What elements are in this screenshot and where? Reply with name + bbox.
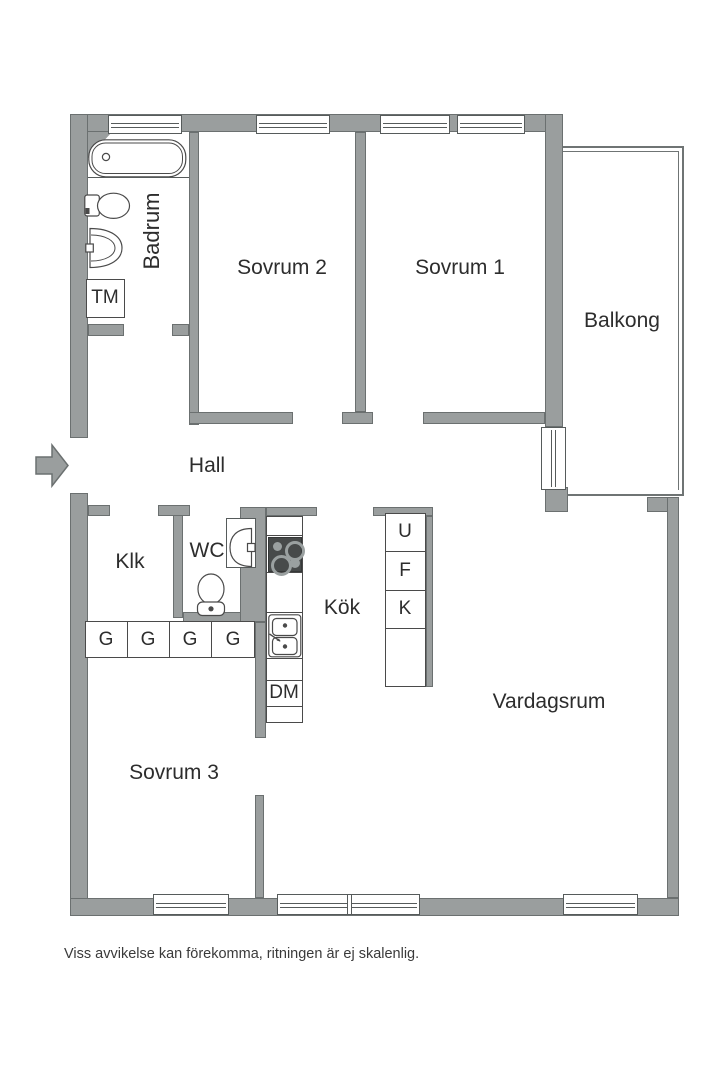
window-glass-line [551,430,552,487]
wall-badrum-bottom-stub [172,324,189,336]
wardrobe-label: G [225,629,241,650]
appliance-label: K [398,598,412,619]
window-icon [256,115,330,134]
wardrobe-box [169,621,212,658]
wall-sovrum2-bottom [189,412,293,424]
window-icon [380,115,450,134]
window-glass-line [566,903,635,904]
washing-machine-box [86,279,125,318]
room-label-balkong: Balkong [584,309,660,332]
room-label-badrum: Badrum [139,192,164,270]
wall-kitchen-top [266,507,317,516]
washbasin-icon [229,527,256,568]
burner-large [270,554,292,576]
window-glass-line [111,123,179,124]
window-glass-line [156,907,226,908]
bathtub-icon [88,139,187,178]
wall-left-upper [70,114,88,438]
window-glass-line [383,127,447,128]
appliance-label: U [398,521,412,542]
burner-small [289,557,300,568]
kitchen-cell [266,706,303,723]
room-label-klk: Klk [115,550,145,573]
window-glass-line [555,430,556,487]
balcony-inner-line [563,151,679,490]
window-icon [277,894,420,915]
wardrobe-label: G [182,629,198,650]
appliance-box-freezer [385,551,426,591]
window-mullion [347,895,352,914]
wardrobe-box [85,621,128,658]
window-glass-line [460,123,522,124]
wall-kitchen-left [255,622,266,738]
wall-sovrum1-bottom [423,412,545,424]
room-label-vardagsrum: Vardagsrum [492,690,606,713]
window-glass-line [156,903,226,904]
kitchen-cell [266,516,303,536]
balcony-outline [563,146,684,496]
bathtub-deck-line [88,177,189,178]
wall-sovrum3-vardagsrum [255,795,264,898]
washbasin-icon [85,227,123,269]
window-glass-line [259,127,327,128]
room-label-sovrum1: Sovrum 1 [415,256,505,279]
wardrobe-box [211,621,255,658]
appliance-box-empty [385,628,426,687]
entrance-arrow-icon [35,442,69,489]
window-glass-line [111,127,179,128]
window-icon [153,894,229,915]
window-glass-line [460,127,522,128]
wall-right-mid-stub [545,487,568,512]
window-icon [108,115,182,134]
window-icon [563,894,638,915]
burner-small [272,541,282,551]
wall-ufk-right [426,516,433,687]
appliance-label: F [399,560,411,581]
wall-livingroom-right [667,497,679,898]
appliance-box-oven [385,513,426,552]
wardrobe-box [127,621,170,658]
wall-badrum-sovrum2 [189,132,199,425]
window-glass-line [383,123,447,124]
wardrobe-label: G [98,629,114,650]
wall-sovrum1-sovrum2-foot [342,412,373,424]
kitchen-cell [266,572,303,613]
toilet-icon [84,192,131,220]
balcony-door-icon [541,427,566,490]
wall-klk-right [173,515,183,618]
toilet-icon [196,573,226,617]
wall-sovrum1-sovrum2 [355,132,366,412]
wardrobe-label: G [140,629,156,650]
room-label-sovrum2: Sovrum 2 [237,256,327,279]
wall-left-lower [70,493,88,916]
washing-machine-label: TM [91,287,119,308]
dishwasher-label: DM [269,682,299,703]
wall-klk-top [88,505,110,516]
stove-four-burners-icon [267,536,305,576]
room-label-sovrum3: Sovrum 3 [129,761,219,784]
window-icon [457,115,525,134]
window-glass-line [259,123,327,124]
double-basin-sink-icon [268,614,302,658]
room-label-wc: WC [189,539,225,562]
window-glass-line [566,907,635,908]
room-label-hall: Hall [188,454,226,477]
kitchen-cell [266,658,303,681]
disclaimer-text: Viss avvikelse kan förekomma, ritningen … [64,946,420,962]
room-label-kok: Kök [323,596,361,619]
wall-right-upper [545,114,563,427]
wall-badrum-bottom-left [88,324,124,336]
